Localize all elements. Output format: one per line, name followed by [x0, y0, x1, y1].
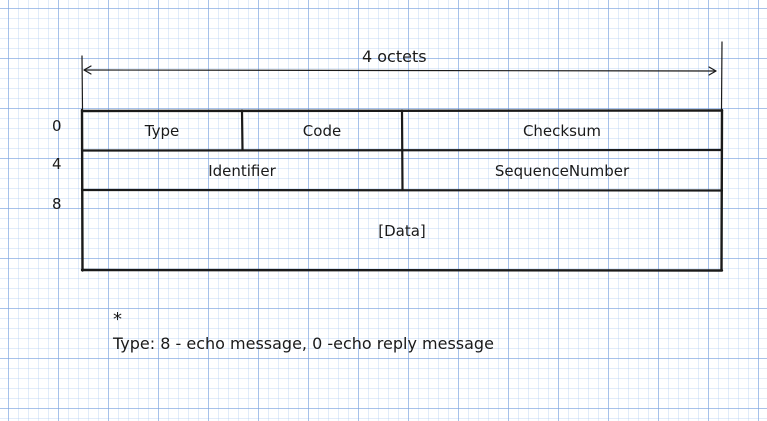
width-label: 4 octets: [362, 47, 427, 66]
note-text: Type: 8 - echo message, 0 -echo reply me…: [113, 334, 494, 353]
width-arrow-left-head: [83, 65, 92, 75]
field-identifier: Identifier: [208, 162, 276, 180]
header-box-bottom: [80, 268, 724, 272]
field-code: Code: [302, 122, 342, 140]
right-extent-line: [720, 41, 723, 111]
width-arrow-right-head: [708, 66, 717, 76]
note-bullet: *: [113, 309, 122, 330]
field-type: Type: [144, 122, 180, 140]
field-checksum: Checksum: [522, 122, 602, 140]
offset-label-4: 4: [52, 155, 62, 173]
divider-type-code: [240, 109, 244, 152]
field-data: [Data]: [378, 222, 426, 240]
width-arrow-line: [83, 69, 717, 72]
divider-code-checksum: [400, 109, 404, 192]
offset-label-0: 0: [52, 117, 62, 135]
offset-label-8: 8: [52, 195, 62, 213]
field-sequence-number: SequenceNumber: [494, 162, 630, 180]
left-extent-line: [81, 55, 84, 111]
